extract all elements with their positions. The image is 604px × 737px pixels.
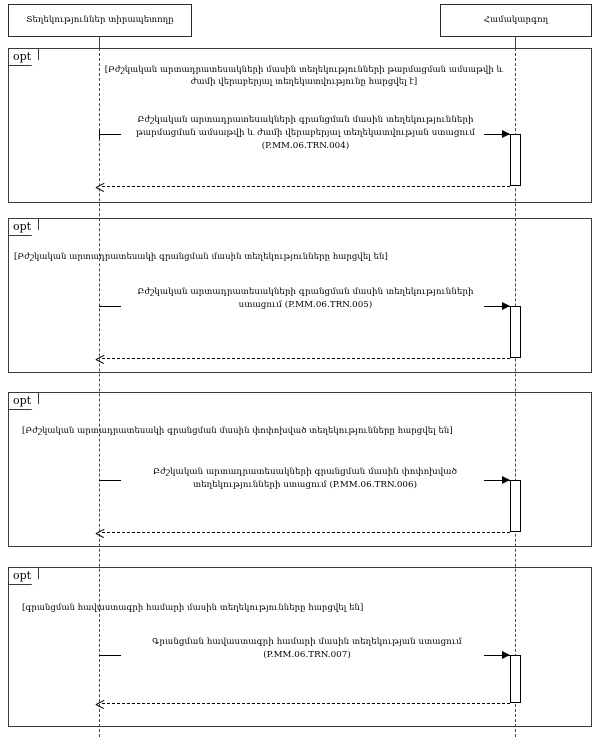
message-arrow-right-segment-4 bbox=[484, 655, 510, 656]
activation-bar-4 bbox=[510, 655, 521, 703]
message-arrow-right-segment-1 bbox=[484, 134, 510, 135]
message-arrowhead-3 bbox=[502, 476, 510, 484]
message-arrowhead-2 bbox=[502, 302, 510, 310]
guard-condition-2: [Բժշկական արտադրատեսակի գրանցման մասին տ… bbox=[14, 252, 388, 262]
fragment-operator-label-2: opt bbox=[9, 219, 40, 236]
reply-arrow-3 bbox=[102, 532, 510, 533]
activation-bar-2 bbox=[510, 306, 521, 358]
participant-information-holder[interactable]: Տեղեկություններ տիրապետողը bbox=[8, 4, 192, 37]
reply-arrowhead-2 bbox=[96, 354, 105, 363]
opt-fragment-2: opt bbox=[8, 218, 592, 373]
message-arrow-right-segment-3 bbox=[484, 480, 510, 481]
message-label-2: Բժշկական արտադրատեսակների գրանցման մասին… bbox=[137, 287, 474, 311]
message-arrow-left-segment-3 bbox=[99, 480, 121, 481]
reply-arrow-2 bbox=[102, 358, 510, 359]
participant-label: Համակարգող bbox=[483, 14, 549, 25]
guard-condition-1: [Բժշկական արտադրատեսակների մասին տեղեկու… bbox=[104, 65, 504, 88]
message-arrow-left-segment-4 bbox=[99, 655, 121, 656]
activation-bar-1 bbox=[510, 134, 521, 186]
opt-fragment-1: opt bbox=[8, 48, 592, 203]
guard-condition-3: [Բժշկական արտադրատեսակի գրանցման մասին փ… bbox=[22, 426, 453, 436]
message-arrow-right-segment-2 bbox=[484, 306, 510, 307]
lifeline-information-holder-stem bbox=[99, 37, 100, 48]
guard-condition-4: [գրանցման հավաստագրի համարի մասին տեղեկո… bbox=[22, 603, 364, 613]
fragment-operator-label-3: opt bbox=[9, 393, 40, 410]
opt-fragment-4: opt bbox=[8, 567, 592, 727]
participant-label: Տեղեկություններ տիրապետողը bbox=[26, 14, 174, 25]
fragment-operator-label-1: opt bbox=[9, 49, 40, 66]
message-arrow-left-segment-2 bbox=[99, 306, 121, 307]
reply-arrow-1 bbox=[102, 186, 510, 187]
message-label-4: Գրանցման հավաստագրի համարի մասին տեղեկու… bbox=[152, 637, 462, 661]
lifeline-coordinator-stem bbox=[515, 37, 516, 48]
message-label-1: Բժշկական արտադրատեսակների գրանցման մասին… bbox=[135, 115, 476, 152]
message-arrowhead-1 bbox=[502, 130, 510, 138]
activation-bar-3 bbox=[510, 480, 521, 532]
participant-coordinator[interactable]: Համակարգող bbox=[440, 4, 592, 37]
opt-fragment-3: opt bbox=[8, 392, 592, 547]
reply-arrowhead-3 bbox=[96, 528, 105, 537]
reply-arrowhead-1 bbox=[96, 182, 105, 191]
fragment-operator-label-4: opt bbox=[9, 568, 40, 585]
reply-arrow-4 bbox=[102, 703, 510, 704]
message-arrowhead-4 bbox=[502, 651, 510, 659]
message-arrow-left-segment-1 bbox=[99, 134, 121, 135]
reply-arrowhead-4 bbox=[96, 699, 105, 708]
message-label-3: Բժշկական արտադրատեսակների գրանցման մասին… bbox=[153, 467, 457, 491]
